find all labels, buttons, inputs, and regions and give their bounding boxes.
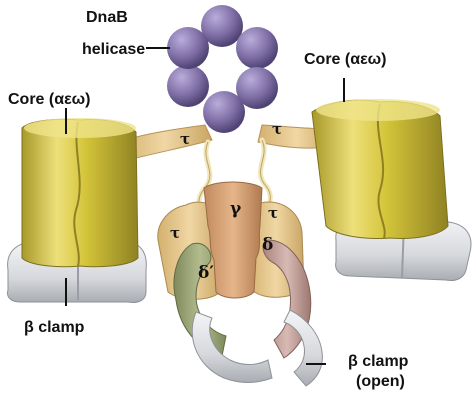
tau-arm-left	[117, 124, 213, 161]
label-dnab: DnaB	[86, 9, 128, 26]
clamp-loader	[157, 181, 312, 359]
label-delta-prime: δ′	[198, 263, 214, 283]
beta-clamp-open	[191, 309, 323, 387]
core-left	[7, 118, 147, 303]
open-clamp-left-half	[191, 311, 273, 383]
label-tau-left: τ	[180, 130, 190, 148]
helicase-subunit	[203, 91, 245, 133]
label-core-right: Core (αεω)	[304, 51, 387, 68]
core-groove	[73, 121, 81, 267]
label-clamp-open: β clamp	[348, 353, 409, 370]
label-helicase: helicase	[82, 41, 145, 58]
label-tau-right: τ	[272, 120, 282, 138]
label-tau-lower-left: τ	[170, 224, 180, 242]
core-top-left	[24, 118, 136, 138]
label-clamp-left: β clamp	[24, 319, 85, 336]
label-tau-lower-right: τ	[268, 204, 278, 222]
helicase-subunit	[167, 65, 209, 107]
label-core-left: Core (αεω)	[8, 91, 91, 108]
helicase-subunit	[167, 27, 209, 69]
core-top-right	[316, 99, 440, 121]
gamma-subunit	[203, 181, 263, 299]
helicase-subunit	[236, 67, 278, 109]
dnab-helicase	[167, 5, 278, 133]
delta-prime-subunit	[173, 242, 227, 357]
label-gamma: γ	[230, 199, 242, 219]
label-delta: δ	[262, 235, 273, 255]
label-clamp-open-state: (open)	[356, 373, 405, 390]
helicase-subunit	[201, 5, 243, 47]
core-right	[311, 99, 472, 281]
open-clamp-right-half	[283, 309, 323, 387]
tau-linker-right	[258, 137, 273, 213]
helicase-subunit	[236, 27, 278, 69]
core-groove	[376, 103, 386, 239]
